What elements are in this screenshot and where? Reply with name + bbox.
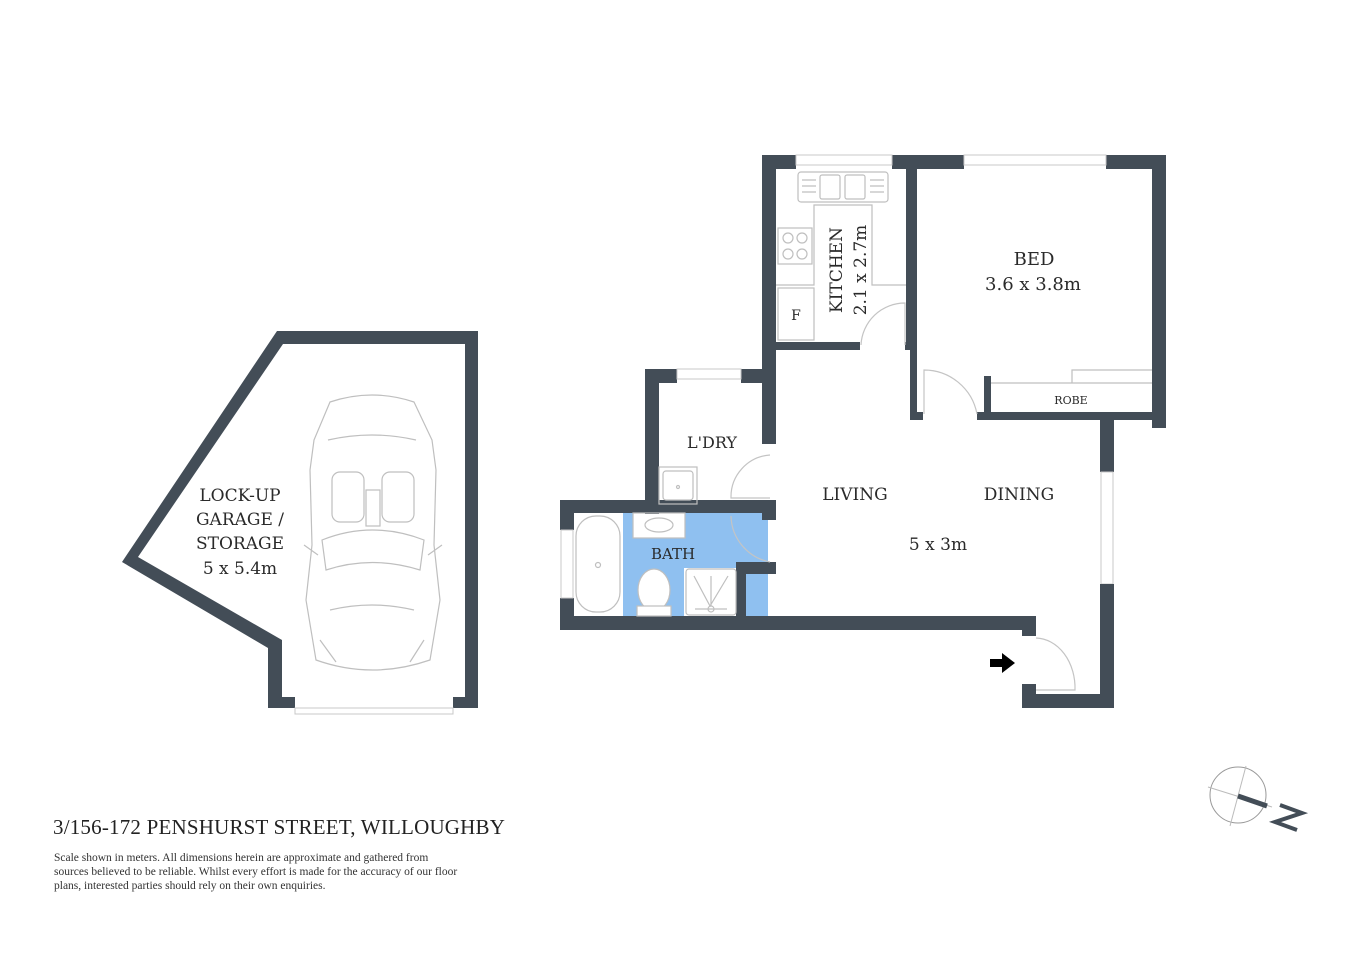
disclaimer-line-3: plans, interested parties should rely on… xyxy=(54,880,326,892)
laundry-door xyxy=(730,454,771,499)
kitchen-door xyxy=(860,302,906,346)
dining-window xyxy=(1100,471,1114,585)
dining-label: DINING xyxy=(984,485,1054,505)
laundry-window xyxy=(676,368,742,380)
garage-label-line2: GARAGE / xyxy=(196,510,284,530)
shower-icon xyxy=(685,568,737,616)
laundry-tub-icon xyxy=(658,466,698,505)
cooktop-icon xyxy=(777,227,813,265)
toilet-icon xyxy=(636,568,672,617)
property-address: 3/156-172 PENSHURST STREET, WILLOUGHBY xyxy=(53,815,506,839)
bed-dimensions: 3.6 x 3.8m xyxy=(985,274,1081,295)
bath-floor-white-vanity xyxy=(633,513,685,538)
garage-label-line1: LOCK-UP xyxy=(199,486,280,506)
garage-walls xyxy=(122,331,478,708)
robe-label: ROBE xyxy=(1054,394,1087,407)
disclaimer-line-2: sources believed to be reliable. Whilst … xyxy=(54,866,458,878)
disclaimer-line-1: Scale shown in meters. All dimensions he… xyxy=(54,852,429,864)
bed-door xyxy=(923,369,978,415)
garage-dimensions: 5 x 5.4m xyxy=(203,559,277,579)
garage-label-line3: STORAGE xyxy=(196,534,284,554)
unit-area: F KITCHEN 2.1 x 2.7m BED xyxy=(560,154,1166,708)
kitchen-sink-icon xyxy=(797,171,889,203)
bathtub-icon xyxy=(575,515,621,613)
entry-arrow-icon xyxy=(990,653,1015,673)
disclaimer: Scale shown in meters. All dimensions he… xyxy=(54,851,524,893)
kitchen-dimensions: 2.1 x 2.7m xyxy=(851,225,871,316)
kitchen-window xyxy=(795,154,893,166)
bath-door xyxy=(730,515,771,563)
laundry-label: L'DRY xyxy=(687,433,737,452)
fridge-icon xyxy=(777,287,815,341)
living-label: LIVING xyxy=(822,485,887,505)
kitchen-label: KITCHEN xyxy=(827,227,847,313)
north-compass-icon xyxy=(1207,765,1309,832)
vanity-basin-icon xyxy=(632,512,686,539)
bath-label: BATH xyxy=(651,545,695,563)
bed-label: BED xyxy=(1014,249,1055,270)
fridge-label: F xyxy=(791,308,801,324)
living-dining-dimensions: 5 x 3m xyxy=(909,535,967,555)
garage-area: LOCK-UP GARAGE / STORAGE 5 x 5.4m xyxy=(122,331,478,715)
car-icon xyxy=(303,394,443,671)
bath-window xyxy=(560,529,574,599)
entry-door xyxy=(1035,637,1076,691)
garage-door-opening xyxy=(294,707,454,715)
bed-window xyxy=(963,154,1107,166)
north-letter xyxy=(1268,803,1309,832)
